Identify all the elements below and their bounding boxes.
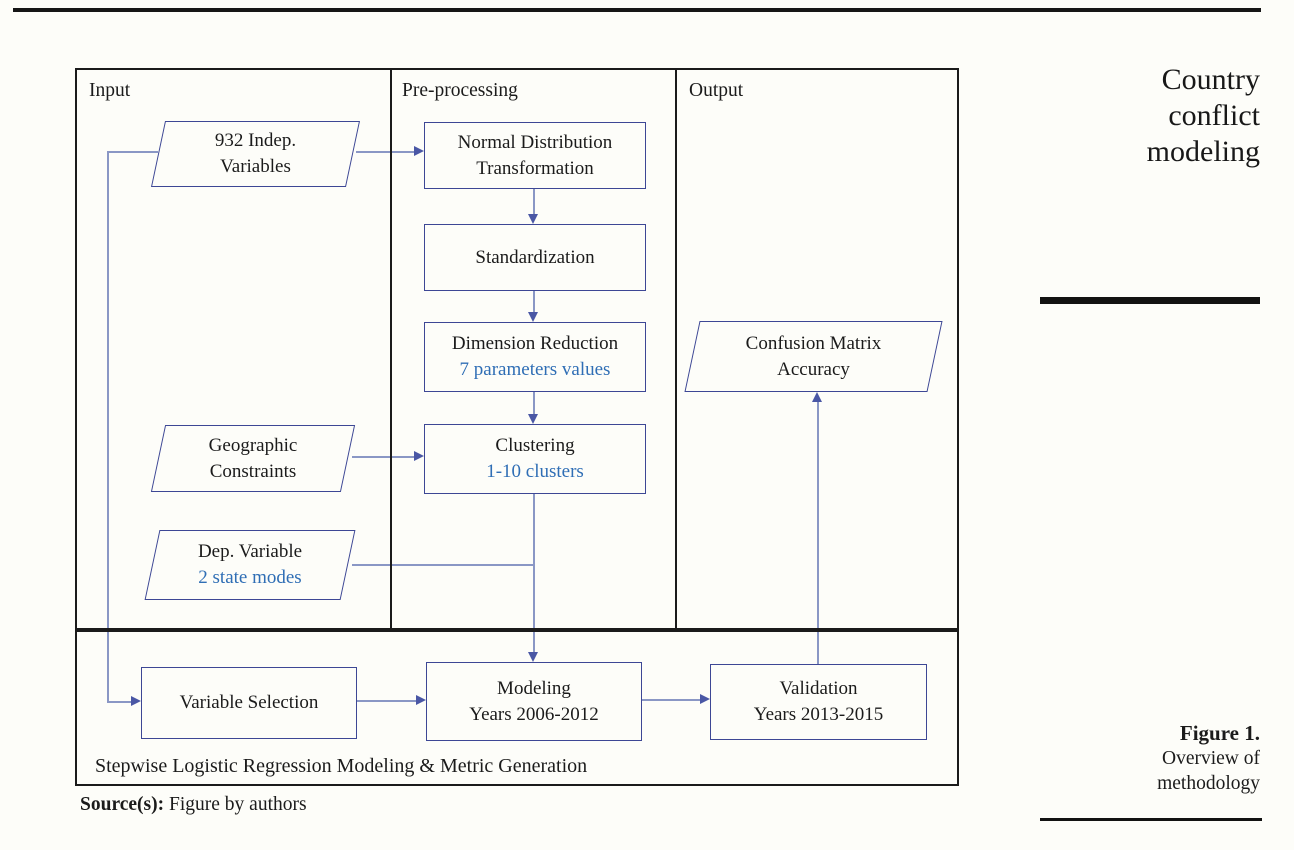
arrow-right-icon bbox=[131, 696, 141, 706]
node-standardization: Standardization bbox=[424, 224, 646, 291]
margin-divider-bar bbox=[1040, 297, 1260, 304]
node-text: Variables bbox=[220, 156, 291, 177]
source-text: Figure by authors bbox=[164, 794, 307, 815]
node-text: Transformation bbox=[476, 157, 594, 179]
diagram-upper-panel bbox=[75, 68, 959, 630]
figure-caption: Figure 1. Overview of methodology bbox=[1132, 720, 1260, 796]
node-subtext: 2 state modes bbox=[198, 567, 302, 588]
node-clustering: Clustering 1-10 clusters bbox=[424, 424, 646, 494]
connector-varselection-to-modeling bbox=[355, 700, 416, 702]
node-text: Standardization bbox=[475, 246, 595, 268]
connector-indepvars-to-normaldist bbox=[356, 151, 414, 153]
node-text: 932 Indep. bbox=[214, 130, 297, 151]
node-geographic-constraints: Geographic Constraints bbox=[150, 425, 356, 492]
column-divider-preprocessing-output bbox=[675, 68, 677, 630]
arrow-down-icon bbox=[528, 312, 538, 322]
figure-description: Overview of methodology bbox=[1157, 748, 1260, 794]
arrow-right-icon bbox=[416, 695, 426, 705]
node-text: Variable Selection bbox=[179, 692, 319, 713]
node-dep-variable: Dep. Variable 2 state modes bbox=[144, 530, 356, 600]
arrow-right-icon bbox=[414, 451, 424, 461]
node-text: Years 2013-2015 bbox=[753, 704, 884, 725]
connector-clustering-to-modeling bbox=[533, 492, 535, 653]
arrow-down-icon bbox=[528, 414, 538, 424]
node-text: Accuracy bbox=[777, 358, 850, 380]
node-text: Validation bbox=[779, 678, 858, 699]
node-subtext: 1-10 clusters bbox=[486, 461, 584, 482]
node-indep-variables: 932 Indep. Variables bbox=[150, 121, 361, 187]
bottom-rule bbox=[1040, 818, 1262, 821]
stepwise-regression-label: Stepwise Logistic Regression Modeling & … bbox=[95, 755, 588, 777]
node-text: Years 2006-2012 bbox=[469, 703, 599, 725]
node-modeling: Modeling Years 2006-2012 bbox=[426, 662, 642, 741]
source-note: Source(s): Figure by authors bbox=[80, 794, 307, 816]
running-title: Country conflict modeling bbox=[1146, 63, 1260, 168]
connector-depvariable-join bbox=[352, 564, 534, 566]
arrow-right-icon bbox=[414, 146, 424, 156]
connector-dimreduction-to-clustering bbox=[533, 390, 535, 415]
connector-standardization-to-dimreduction bbox=[533, 289, 535, 313]
node-text: Dimension Reduction bbox=[451, 333, 619, 354]
arrow-up-icon bbox=[812, 392, 822, 402]
arrow-right-icon bbox=[700, 694, 710, 704]
node-subtext: 7 parameters values bbox=[459, 359, 611, 380]
panel-label-input: Input bbox=[89, 80, 131, 101]
top-rule bbox=[13, 8, 1261, 12]
node-text: Modeling bbox=[497, 677, 571, 699]
node-text: Normal Distribution bbox=[457, 131, 613, 153]
diagram-lower-panel bbox=[75, 630, 959, 786]
node-text: Constraints bbox=[209, 460, 297, 482]
node-text: Clustering bbox=[495, 435, 575, 456]
figure-label: Figure 1. bbox=[1179, 721, 1260, 745]
node-text: Dep. Variable bbox=[197, 541, 303, 562]
node-dimension-reduction: Dimension Reduction 7 parameters values bbox=[424, 322, 646, 392]
source-prefix: Source(s): bbox=[80, 794, 165, 815]
connector-normaldist-to-standardization bbox=[533, 187, 535, 215]
arrow-down-icon bbox=[528, 652, 538, 662]
connector-validation-to-confusion bbox=[817, 401, 819, 664]
panel-label-output: Output bbox=[689, 80, 744, 101]
node-confusion-matrix: Confusion Matrix Accuracy bbox=[684, 321, 943, 392]
node-validation: Validation Years 2013-2015 bbox=[710, 664, 927, 740]
node-normal-distribution: Normal Distribution Transformation bbox=[424, 122, 646, 189]
panel-label-preprocessing: Pre-processing bbox=[402, 80, 518, 101]
connector-indepvars-down bbox=[107, 151, 109, 703]
connector-modeling-to-validation bbox=[640, 699, 700, 701]
column-divider-input-preprocessing bbox=[390, 68, 392, 630]
node-text: Geographic bbox=[208, 434, 298, 456]
arrow-down-icon bbox=[528, 214, 538, 224]
node-variable-selection: Variable Selection bbox=[141, 667, 357, 739]
node-text: Confusion Matrix bbox=[745, 332, 882, 354]
connector-geo-to-clustering bbox=[352, 456, 414, 458]
connector-to-variable-selection bbox=[107, 701, 132, 703]
connector-indepvars-left bbox=[107, 151, 158, 153]
